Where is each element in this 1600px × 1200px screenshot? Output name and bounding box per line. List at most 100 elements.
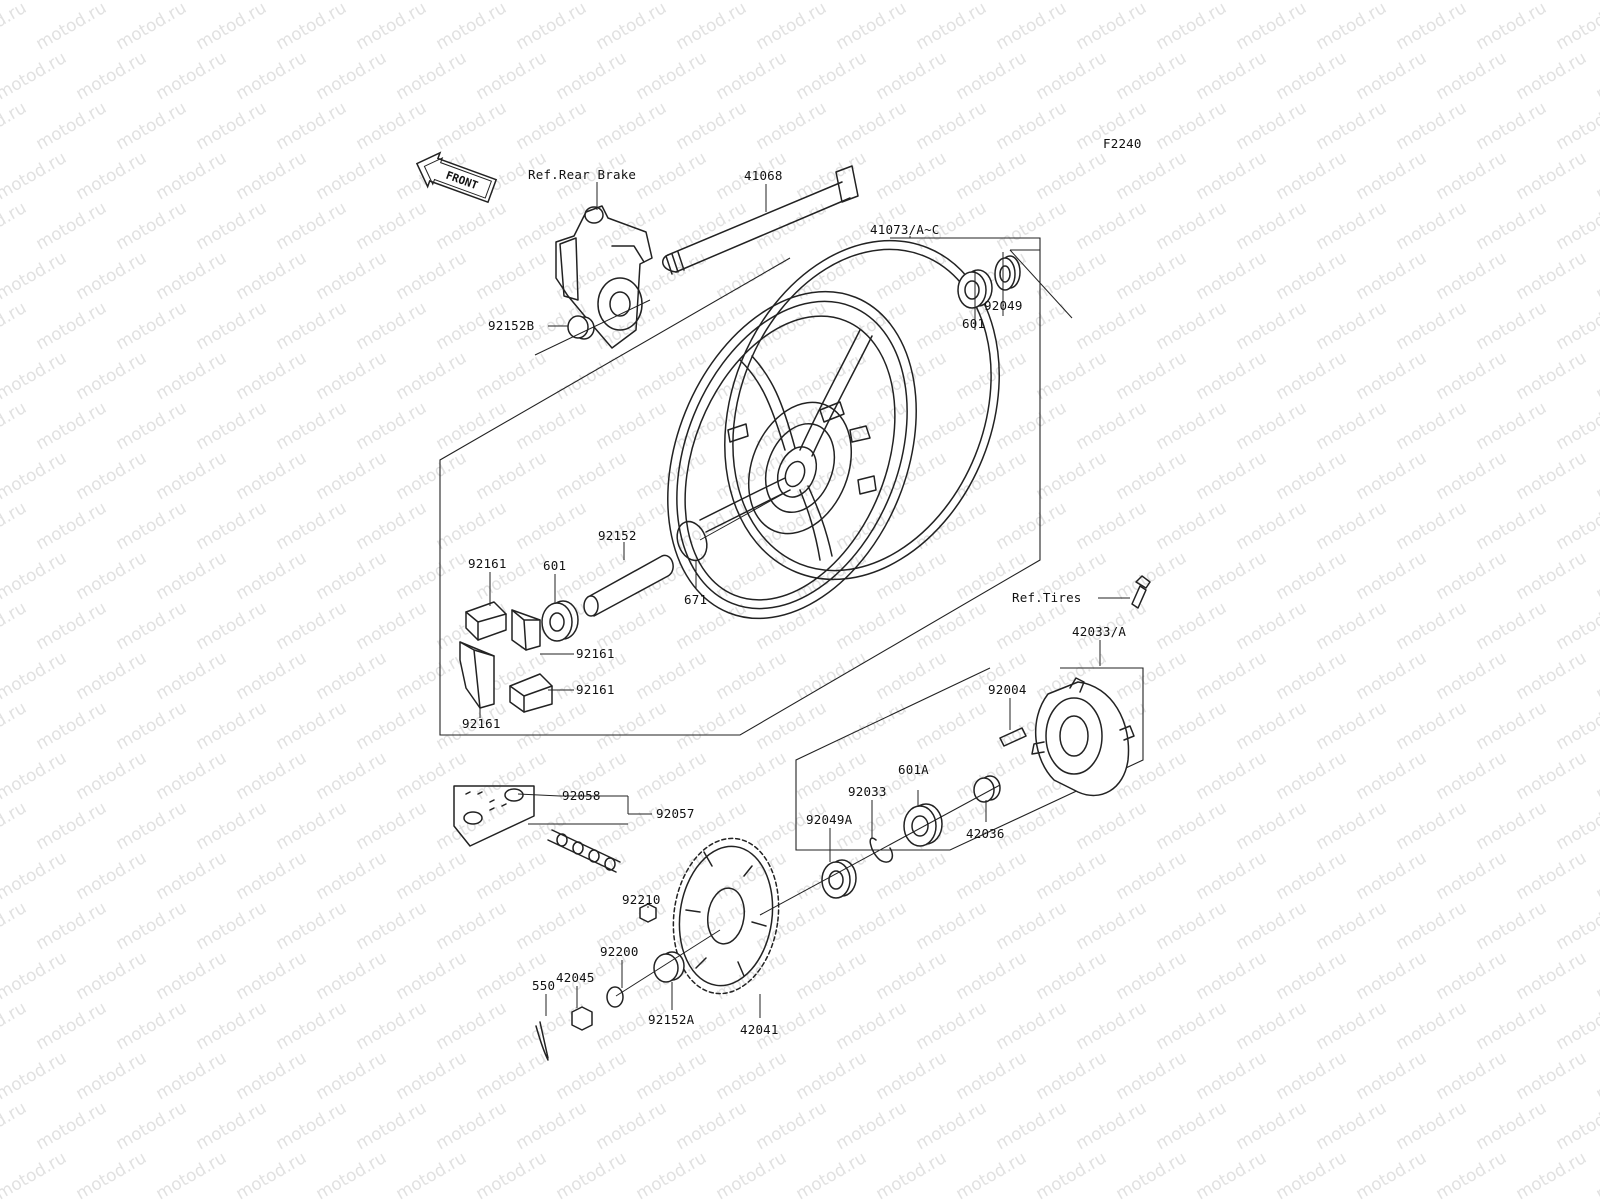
watermark-text: motod.ru [0, 598, 30, 654]
sprocket-hub-42033 [1031, 677, 1135, 797]
watermark-text: motod.ru [433, 198, 511, 254]
watermark-text: motod.ru [73, 348, 151, 404]
watermark-text: motod.ru [73, 448, 151, 504]
watermark-text: motod.ru [113, 698, 191, 754]
watermark-text: motod.ru [1033, 1048, 1111, 1104]
watermark-text: motod.ru [0, 698, 30, 754]
watermark-text: motod.ru [1193, 748, 1271, 804]
watermark-text: motod.ru [1393, 0, 1471, 54]
label-92161-c: 92161 [576, 682, 615, 697]
watermark-text: motod.ru [313, 548, 391, 604]
watermark-text: motod.ru [993, 0, 1071, 54]
watermark-text: motod.ru [0, 898, 30, 954]
label-92200: 92200 [600, 944, 639, 959]
label-92210: 92210 [622, 892, 661, 907]
watermark-text: motod.ru [193, 598, 271, 654]
watermark-text: motod.ru [313, 48, 391, 104]
hub-group-outline [795, 667, 1144, 851]
watermark-text: motod.ru [1273, 48, 1351, 104]
axle-41068 [662, 165, 859, 275]
watermark-text: motod.ru [1033, 1148, 1111, 1200]
watermark-text: motod.ru [953, 48, 1031, 104]
watermark-text: motod.ru [33, 598, 111, 654]
watermark-text: motod.ru [193, 798, 271, 854]
watermark-text: motod.ru [313, 1048, 391, 1104]
label-550: 550 [532, 978, 555, 993]
watermark-text: motod.ru [0, 1098, 30, 1154]
watermark-text: motod.ru [833, 1098, 911, 1154]
label-92058: 92058 [562, 788, 601, 803]
watermark-text: motod.ru [753, 498, 831, 554]
watermark-text: motod.ru [553, 0, 631, 4]
watermark-text: motod.ru [33, 198, 111, 254]
watermark-text: motod.ru [1233, 1098, 1311, 1154]
watermark-text: motod.ru [73, 1048, 151, 1104]
watermark-text: motod.ru [1113, 948, 1191, 1004]
watermark-text: motod.ru [0, 398, 30, 454]
watermark-text: motod.ru [1193, 248, 1271, 304]
watermark-text: motod.ru [633, 48, 711, 104]
watermark-text: motod.ru [1073, 898, 1151, 954]
watermark-text: motod.ru [473, 0, 551, 4]
leader-sprocket-axis [615, 929, 721, 997]
watermark-text: motod.ru [1353, 548, 1431, 604]
watermark-text: motod.ru [873, 0, 951, 4]
watermark-text: motod.ru [33, 898, 111, 954]
watermark-text: motod.ru [1593, 648, 1600, 704]
watermark-text: motod.ru [1433, 948, 1511, 1004]
watermark-text: motod.ru [353, 498, 431, 554]
ref-rear-brake-label: Ref.Rear Brake [528, 167, 636, 182]
watermark-text: motod.ru [633, 748, 711, 804]
watermark-text: motod.ru [1513, 148, 1591, 204]
watermark-text: motod.ru [1433, 0, 1511, 4]
watermark-text: motod.ru [353, 698, 431, 754]
watermark-text: motod.ru [1153, 998, 1231, 1054]
watermark-text: motod.ru [273, 898, 351, 954]
nut-92210 [639, 903, 657, 923]
watermark-text: motod.ru [473, 948, 551, 1004]
label-92161-a: 92161 [468, 556, 507, 571]
callout-leaders [479, 182, 1130, 1018]
watermark-text: motod.ru [1513, 0, 1591, 4]
watermark-text: motod.ru [73, 0, 151, 4]
watermark-text: motod.ru [1433, 748, 1511, 804]
watermark-text: motod.ru [353, 898, 431, 954]
leader-spacer [699, 489, 791, 541]
watermark-text: motod.ru [153, 848, 231, 904]
rear-wheel [667, 239, 1000, 620]
watermark-text: motod.ru [113, 898, 191, 954]
label-671: 671 [684, 592, 707, 607]
watermark-text: motod.ru [1113, 548, 1191, 604]
label-41073: 41073/A~C [870, 222, 940, 237]
watermark-text: motod.ru [513, 1098, 591, 1154]
watermark-text: motod.ru [513, 898, 591, 954]
watermark-text: motod.ru [713, 948, 791, 1004]
stud-92004 [999, 727, 1027, 747]
watermark-text: motod.ru [0, 198, 30, 254]
watermark-text: motod.ru [1113, 48, 1191, 104]
watermark-text: motod.ru [1153, 198, 1231, 254]
watermark-text: motod.ru [273, 598, 351, 654]
watermark-text: motod.ru [873, 548, 951, 604]
watermark-text: motod.ru [1353, 0, 1431, 4]
watermark-text: motod.ru [393, 348, 471, 404]
watermark-text: motod.ru [1473, 298, 1551, 354]
watermark-text: motod.ru [1593, 948, 1600, 1004]
watermark-text: motod.ru [433, 498, 511, 554]
watermark-text: motod.ru [993, 898, 1071, 954]
o-ring-671 [676, 520, 708, 562]
watermark-text: motod.ru [1233, 98, 1311, 154]
watermark-text: motod.ru [153, 1148, 231, 1200]
front-arrow-icon: FRONT [415, 151, 498, 204]
watermark-text: motod.ru [1233, 398, 1311, 454]
watermark-text: motod.ru [593, 498, 671, 554]
watermark-text: motod.ru [1473, 598, 1551, 654]
watermark-text: motod.ru [1433, 648, 1511, 704]
watermark-text: motod.ru [1473, 698, 1551, 754]
watermark-text: motod.ru [1313, 398, 1391, 454]
watermark-text: motod.ru [193, 898, 271, 954]
watermark-text: motod.ru [193, 498, 271, 554]
seal-92049 [994, 255, 1021, 291]
watermark-text: motod.ru [153, 548, 231, 604]
watermark-text: motod.ru [233, 1048, 311, 1104]
